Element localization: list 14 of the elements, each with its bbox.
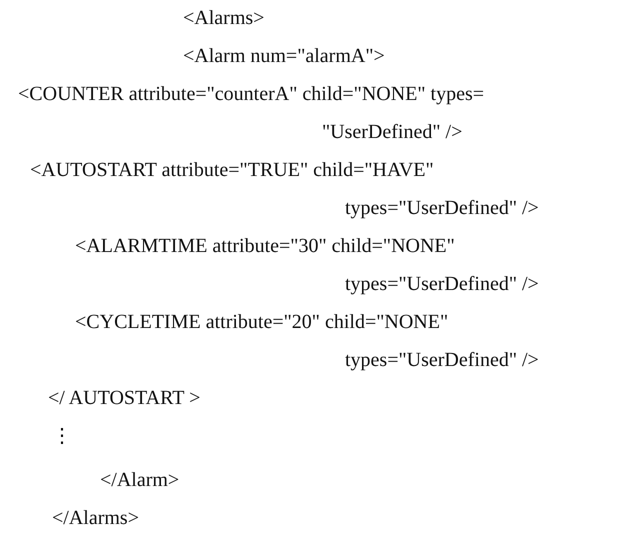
code-line: <AUTOSTART attribute="TRUE" child="HAVE" — [30, 158, 434, 182]
code-line: <Alarm num="alarmA"> — [183, 44, 385, 68]
code-line: types="UserDefined" /> — [345, 196, 539, 220]
code-line: <ALARMTIME attribute="30" child="NONE" — [75, 234, 455, 258]
code-line: types="UserDefined" /> — [345, 272, 539, 296]
code-line: "UserDefined" /> — [322, 120, 462, 144]
code-line: <CYCLETIME attribute="20" child="NONE" — [75, 310, 448, 334]
code-line: </ AUTOSTART > — [48, 386, 200, 410]
code-line: </Alarms> — [52, 506, 139, 530]
code-line: types="UserDefined" /> — [345, 348, 539, 372]
code-line: <Alarms> — [183, 6, 264, 30]
code-line: </Alarm> — [100, 468, 180, 492]
code-line: <COUNTER attribute="counterA" child="NONE" types= — [18, 82, 484, 106]
code-line: ⋮ — [52, 424, 72, 448]
